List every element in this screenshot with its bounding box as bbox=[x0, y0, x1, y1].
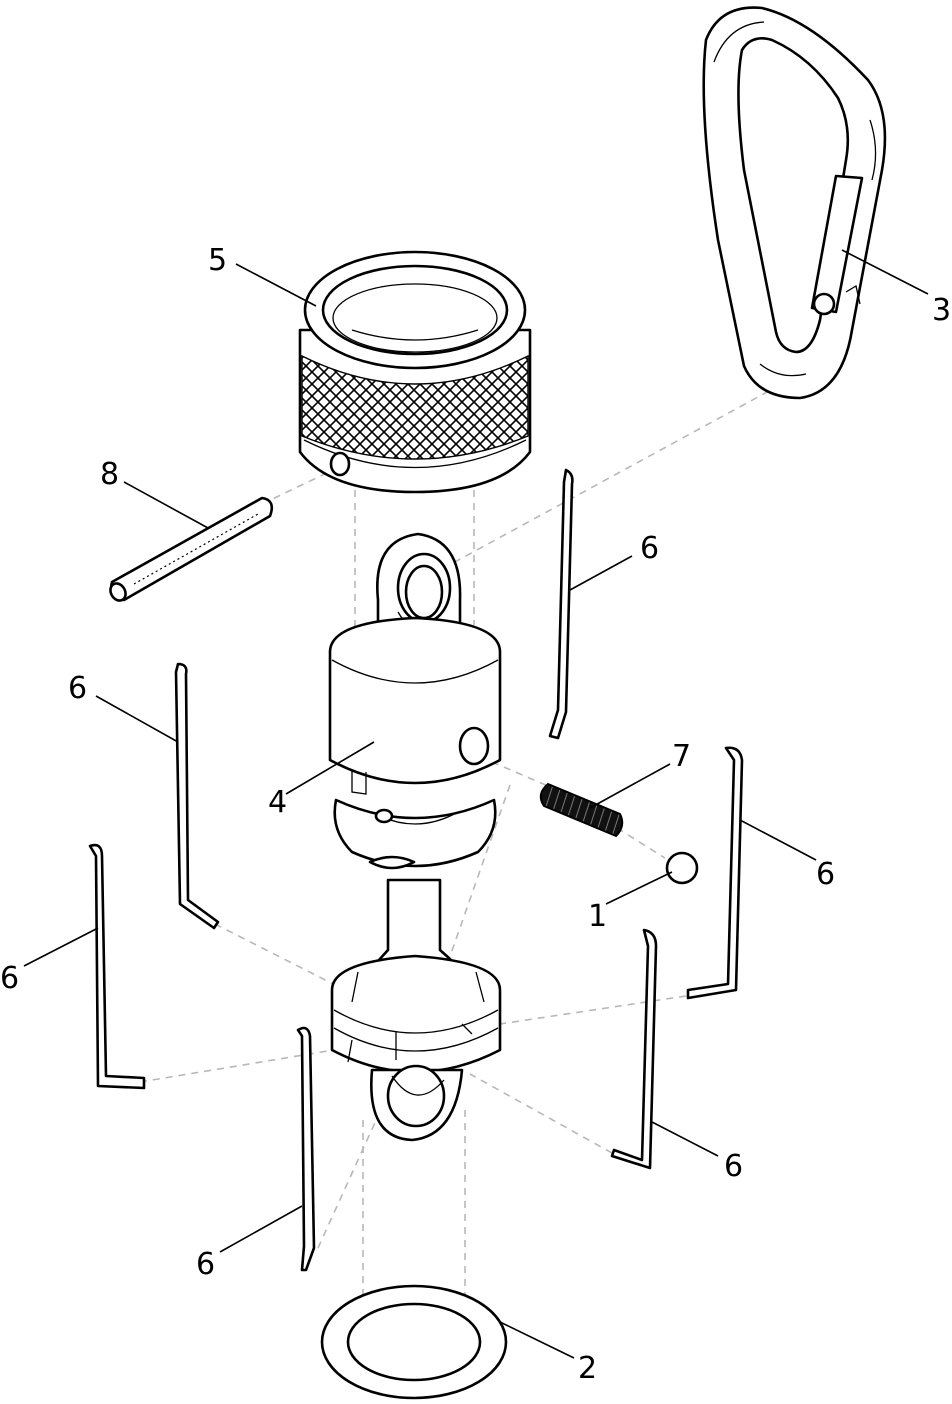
part-7-label: 7 bbox=[672, 739, 691, 774]
part-6-label-f: 6 bbox=[196, 1247, 215, 1282]
l-pins bbox=[88, 468, 744, 1272]
l-pin-upper-left bbox=[174, 662, 220, 930]
l-pin-right bbox=[686, 746, 744, 1000]
part-6-label-a: 6 bbox=[640, 531, 659, 566]
o-ring bbox=[320, 1284, 508, 1400]
ball bbox=[665, 851, 699, 885]
part-6-label-d: 6 bbox=[0, 961, 19, 996]
carabiner bbox=[702, 6, 887, 400]
part-6-label-e: 6 bbox=[724, 1149, 743, 1184]
l-pin-lower-left bbox=[296, 1026, 316, 1272]
l-pin-upper-right bbox=[548, 468, 574, 740]
assembly-lines bbox=[139, 384, 781, 1296]
part-3-label: 3 bbox=[932, 293, 951, 328]
knurled-nut bbox=[298, 250, 532, 494]
l-pin-lower-right bbox=[610, 928, 658, 1170]
leader-lines bbox=[23, 249, 929, 1359]
part-5-label: 5 bbox=[208, 243, 227, 278]
part-6-label-b: 6 bbox=[68, 671, 87, 706]
part-4-label: 4 bbox=[268, 785, 287, 820]
part-8-label: 8 bbox=[100, 457, 119, 492]
swivel-body bbox=[328, 532, 502, 1142]
part-6-label-c: 6 bbox=[816, 857, 835, 892]
l-pin-far-left bbox=[88, 843, 146, 1090]
threaded-pin bbox=[109, 496, 274, 602]
part-2-label: 2 bbox=[578, 1351, 597, 1386]
part-1-label: 1 bbox=[588, 899, 607, 934]
spring bbox=[539, 782, 624, 838]
callout-labels: 5 3 8 6 6 4 7 6 1 6 6 6 2 bbox=[0, 243, 951, 1386]
